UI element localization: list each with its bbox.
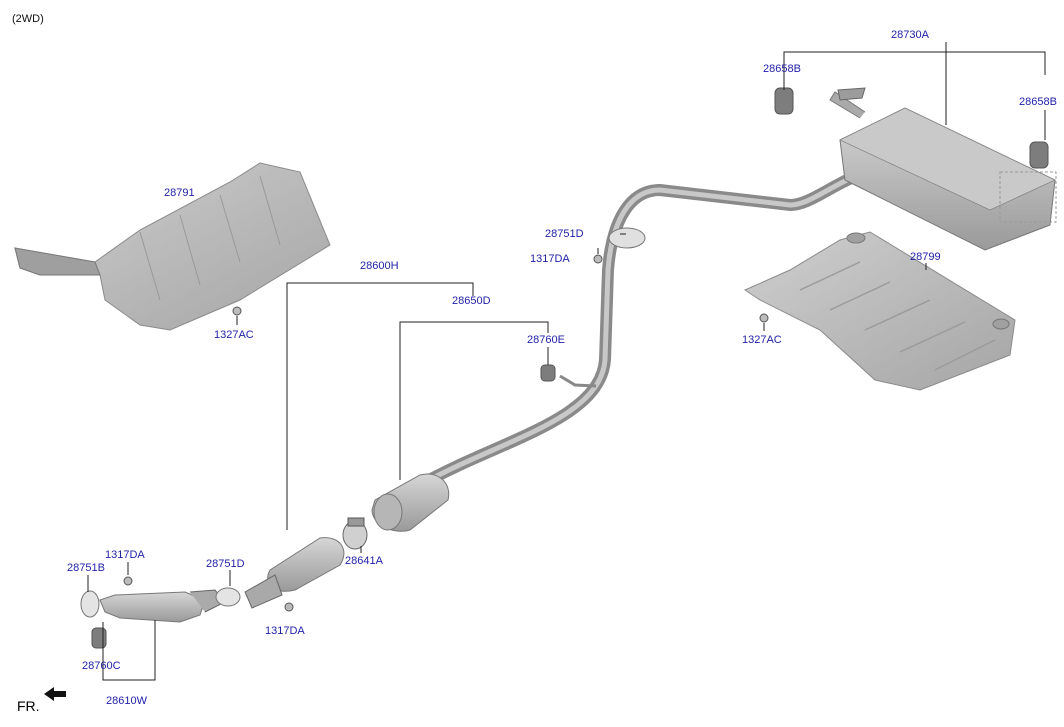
hanger-rubber-right xyxy=(1029,141,1049,169)
part-label-1327AC-right[interactable]: 1327AC xyxy=(742,334,782,346)
front-direction-label: FR. xyxy=(17,698,40,714)
gasket-28751B xyxy=(80,590,100,618)
pipe-clamp xyxy=(342,517,368,550)
front-pipe xyxy=(99,589,226,623)
part-label-28760E[interactable]: 28760E xyxy=(527,334,565,346)
exhaust-pipe xyxy=(414,164,876,491)
front-direction-arrow xyxy=(44,687,66,701)
part-label-28751B[interactable]: 28751B xyxy=(67,562,105,574)
exhaust-pipe-highlight xyxy=(417,167,873,488)
part-label-28751D-top[interactable]: 28751D xyxy=(545,228,584,240)
center-muffler xyxy=(371,473,450,532)
nut-1317DA-top xyxy=(593,254,603,264)
part-label-28658B-right[interactable]: 28658B xyxy=(1019,96,1057,108)
part-label-28760C[interactable]: 28760C xyxy=(82,660,121,672)
hanger-28760E xyxy=(540,364,597,388)
part-label-1317DA-bottom[interactable]: 1317DA xyxy=(265,625,305,637)
variant-label: (2WD) xyxy=(12,13,44,25)
nut-1317DA-left xyxy=(123,576,133,586)
part-label-28730A[interactable]: 28730A xyxy=(891,29,929,41)
part-label-28751D-bottom[interactable]: 28751D xyxy=(206,558,245,570)
rear-muffler xyxy=(829,87,1057,251)
heat-shield-rear xyxy=(743,231,1016,391)
nut-1317DA-bottom xyxy=(284,602,294,612)
gasket-28751D-bottom xyxy=(215,587,241,607)
catalytic-converter xyxy=(244,537,345,609)
part-label-1317DA-top[interactable]: 1317DA xyxy=(530,253,570,265)
part-label-28641A[interactable]: 28641A xyxy=(345,555,383,567)
hanger-rubber-left xyxy=(774,87,794,115)
nut-1327AC-left xyxy=(232,306,242,316)
part-label-28791[interactable]: 28791 xyxy=(164,187,195,199)
part-label-28600H[interactable]: 28600H xyxy=(360,260,399,272)
part-label-1327AC-left[interactable]: 1327AC xyxy=(214,329,254,341)
part-label-28799[interactable]: 28799 xyxy=(910,251,941,263)
part-label-28658B-left[interactable]: 28658B xyxy=(763,63,801,75)
nut-1327AC-right xyxy=(759,313,769,323)
gasket-28751D-top xyxy=(608,227,646,249)
part-label-1317DA-left[interactable]: 1317DA xyxy=(105,549,145,561)
hanger-28760C xyxy=(91,627,107,649)
leader-lines xyxy=(87,42,1046,681)
heat-shield-front xyxy=(14,162,331,331)
part-label-28650D[interactable]: 28650D xyxy=(452,295,491,307)
part-label-28610W[interactable]: 28610W xyxy=(106,695,147,707)
